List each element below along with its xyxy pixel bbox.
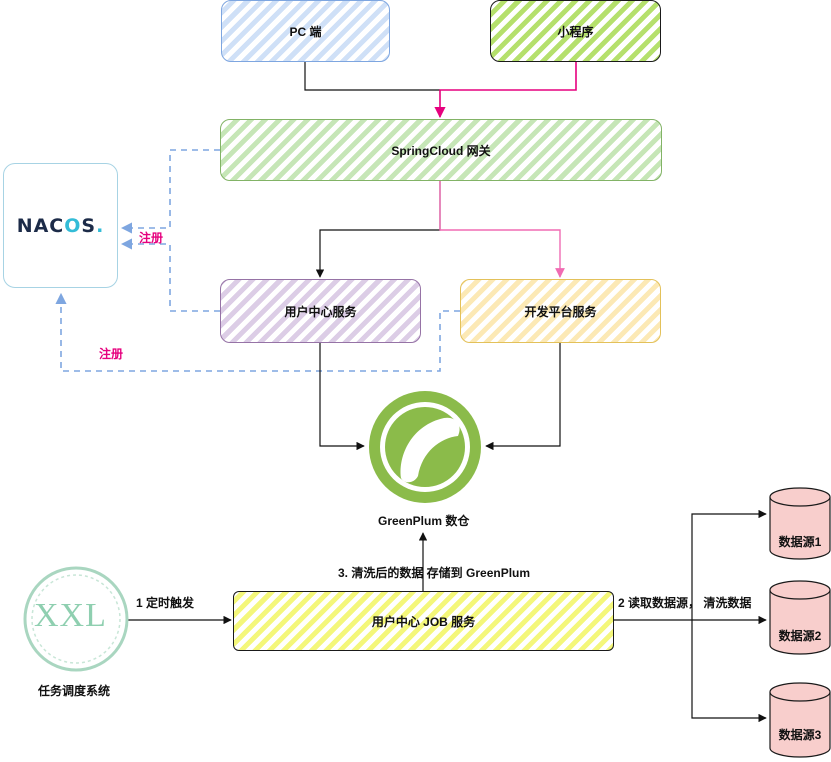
datasource-cylinder-2 xyxy=(769,580,831,655)
node-pc[interactable]: PC 端 xyxy=(221,0,390,62)
node-job[interactable]: 用户中心 JOB 服务 xyxy=(233,591,614,651)
edge-devplatform-greenplum xyxy=(485,343,561,451)
node-job-label: 用户中心 JOB 服务 xyxy=(371,614,476,629)
xxl-logo-text: XXL xyxy=(34,597,107,634)
nacos-logo-text: NACOS. xyxy=(16,214,105,237)
datasource-label-3: 数据源3 xyxy=(778,728,822,742)
edge-pc-gateway xyxy=(304,62,440,91)
greenplum-label: GreenPlum 数仓 xyxy=(378,514,470,528)
edge-gateway-devplatform xyxy=(439,181,565,278)
node-miniprogram[interactable]: 小程序 xyxy=(490,0,661,62)
edge-usercenter-nacos xyxy=(120,238,220,312)
datasource-label-2: 数据源2 xyxy=(778,629,822,643)
edge-label-read: 2 读取数据源， 清洗数据 xyxy=(618,596,752,610)
edge-label-register-bottom: 注册 xyxy=(99,347,124,361)
node-dev-platform[interactable]: 开发平台服务 xyxy=(460,279,661,343)
edge-gateway-nacos xyxy=(120,149,220,234)
datasource-cylinder-1 xyxy=(769,487,831,560)
datasource-label-1: 数据源1 xyxy=(778,535,822,549)
xxl-logo-icon xyxy=(23,566,129,672)
datasource-cylinder-3 xyxy=(769,682,831,758)
node-pc-label: PC 端 xyxy=(289,24,322,39)
node-miniprogram-label: 小程序 xyxy=(557,24,594,39)
xxl-label: 任务调度系统 xyxy=(38,684,111,698)
edge-label-store: 3. 清洗后的数据 存储到 GreenPlum xyxy=(338,566,531,580)
greenplum-icon xyxy=(369,391,481,503)
edge-usercenter-greenplum xyxy=(319,343,365,451)
node-gateway-label: SpringCloud 网关 xyxy=(391,143,491,158)
node-gateway[interactable]: SpringCloud 网关 xyxy=(220,119,662,181)
edge-gateway-usercenter xyxy=(315,181,441,278)
edge-label-trigger: 1 定时触发 xyxy=(136,596,195,610)
nacos-logo[interactable]: NACOS. xyxy=(3,163,118,288)
edge-to-datasource-3 xyxy=(691,620,767,723)
edge-to-datasource-1 xyxy=(691,509,767,620)
node-dev-platform-label: 开发平台服务 xyxy=(524,304,597,319)
node-user-center[interactable]: 用户中心服务 xyxy=(220,279,421,343)
edge-miniprogram-gateway xyxy=(434,62,577,119)
edge-devplatform-nacos xyxy=(55,292,460,372)
edge-label-register-top: 注册 xyxy=(139,231,164,245)
node-user-center-label: 用户中心服务 xyxy=(284,304,357,319)
